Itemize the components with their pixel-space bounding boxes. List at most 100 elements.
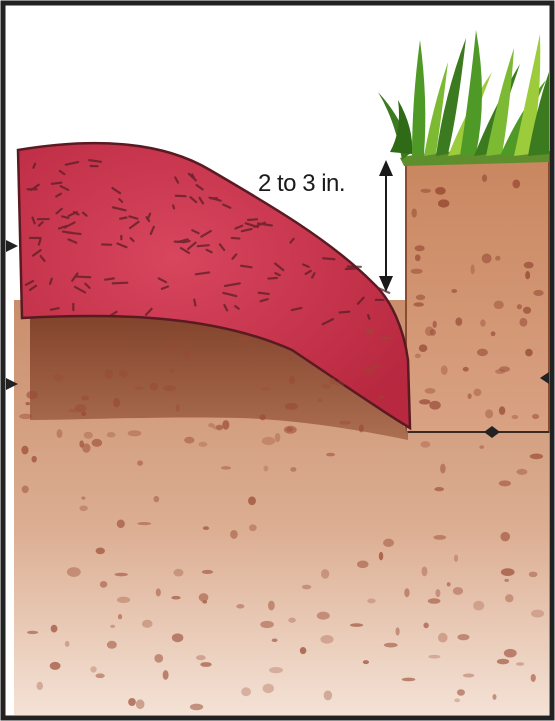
turf-soil-pebble	[411, 269, 423, 274]
soil-pebble	[300, 647, 307, 654]
mulch-chip	[105, 278, 114, 279]
soil-pebble	[260, 621, 274, 628]
soil-pebble	[531, 610, 544, 618]
turf-soil-pebble	[412, 208, 417, 217]
turf-soil-pebble	[525, 349, 533, 357]
soil-pebble	[492, 694, 496, 700]
soil-pebble	[433, 535, 446, 540]
soil-pebble	[404, 588, 409, 597]
turf-soil-pebble	[471, 264, 475, 274]
soil-pebble	[137, 522, 151, 525]
turf-soil-pebble	[419, 399, 431, 404]
soil-pebble	[326, 453, 335, 457]
soil-pebble	[203, 526, 209, 530]
mulch-chip	[52, 183, 61, 184]
soil-pebble	[383, 539, 394, 547]
soil-pebble	[275, 433, 280, 442]
soil-pebble	[81, 396, 89, 401]
soil-pebble	[135, 387, 144, 390]
soil-pebble	[379, 395, 384, 399]
soil-pebble	[499, 480, 511, 486]
soil-pebble	[435, 589, 440, 597]
soil-pebble	[67, 567, 81, 577]
soil-pebble	[516, 469, 527, 475]
turf-soil-pebble	[519, 318, 527, 327]
soil-pebble	[107, 432, 116, 437]
soil-pebble	[339, 421, 351, 425]
turf-soil-pebble	[477, 349, 488, 356]
soil-pebble	[156, 588, 161, 596]
soil-pebble	[428, 598, 441, 603]
soil-pebble	[128, 430, 142, 436]
soil-pebble	[75, 404, 87, 412]
turf-soil-pebble	[485, 409, 493, 418]
soil-pebble	[504, 649, 517, 658]
mulch-chip	[368, 315, 369, 319]
soil-pebble	[79, 505, 87, 511]
turf-soil-pebble	[415, 254, 421, 261]
soil-pebble	[363, 367, 377, 376]
soil-pebble	[173, 569, 183, 577]
soil-pebble	[396, 627, 400, 635]
turf-soil-pebble	[433, 321, 437, 328]
soil-pebble	[516, 662, 524, 665]
soil-pebble	[95, 673, 104, 678]
soil-pebble	[65, 641, 70, 647]
soil-pebble	[350, 623, 363, 627]
soil-pebble	[53, 374, 63, 382]
soil-pebble	[26, 402, 30, 405]
soil-pebble	[19, 414, 32, 419]
mulch-chip	[346, 268, 357, 269]
soil-pebble	[153, 496, 159, 502]
mulch-chip	[62, 216, 68, 217]
turf-soil-pebble	[438, 199, 449, 207]
soil-pebble	[202, 570, 213, 574]
turf-soil-pebble	[480, 319, 486, 326]
turf-soil-pebble	[491, 331, 496, 336]
soil-pebble	[454, 698, 460, 702]
turf-soil-pebble	[512, 179, 520, 188]
soil-pebble	[420, 441, 430, 447]
soil-pebble	[196, 655, 206, 660]
soil-pebble	[190, 704, 203, 711]
turf-soil-pebble	[413, 302, 423, 306]
soil-pebble	[497, 659, 509, 665]
turf-soil-pebble	[415, 354, 421, 359]
mulch-chip	[51, 308, 59, 309]
soil-pebble	[236, 604, 244, 609]
soil-pebble	[290, 467, 296, 472]
soil-pebble	[365, 328, 374, 334]
top-margin	[6, 6, 549, 16]
soil-pebble	[260, 414, 266, 420]
soil-pebble	[154, 654, 163, 663]
soil-pebble	[92, 439, 102, 447]
soil-pebble	[384, 643, 398, 648]
depth-measurement-arrow	[379, 160, 393, 292]
soil-pebble	[454, 555, 458, 562]
mulch-chip	[33, 164, 35, 168]
soil-pebble	[90, 666, 96, 672]
turf-soil-pebble	[495, 256, 500, 261]
soil-pebble	[500, 532, 510, 542]
mulch-chip	[340, 312, 350, 313]
soil-pebble	[479, 445, 484, 448]
soil-pebble	[107, 641, 117, 649]
soil-pebble	[27, 631, 38, 634]
depth-label: 2 to 3 in.	[258, 170, 345, 198]
soil-pebble	[285, 403, 298, 410]
soil-pebble	[22, 486, 29, 494]
soil-pebble	[81, 496, 85, 499]
turf-soil-pebble	[533, 290, 543, 296]
soil-pebble	[113, 398, 120, 408]
soil-pebble	[200, 662, 211, 667]
soil-pebble	[164, 344, 176, 350]
soil-pebble	[96, 547, 105, 554]
mulch-chip	[113, 283, 128, 284]
soil-pebble	[184, 437, 194, 444]
mulch-chip	[241, 266, 251, 268]
mulch-chip	[259, 293, 269, 294]
soil-pebble	[261, 387, 271, 391]
soil-pebble	[110, 625, 115, 628]
soil-pebble	[118, 614, 122, 619]
